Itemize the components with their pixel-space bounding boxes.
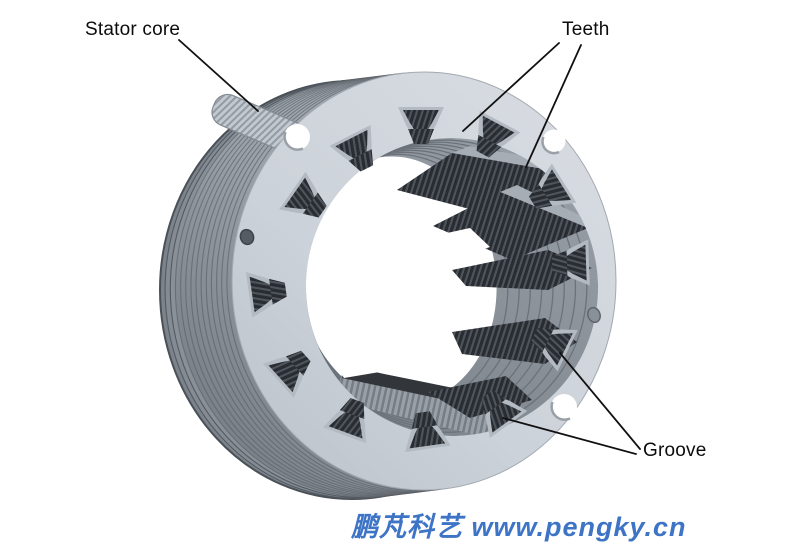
slot-stud bbox=[481, 390, 507, 415]
slot-mark bbox=[279, 171, 327, 218]
slot-opening bbox=[543, 333, 573, 366]
slot-opening bbox=[409, 424, 446, 449]
slot-opening bbox=[328, 410, 363, 439]
leader-line-stator-core bbox=[178, 39, 259, 112]
slot-mark bbox=[476, 110, 521, 158]
slot-opening bbox=[403, 110, 439, 131]
groove-gap bbox=[424, 228, 490, 262]
tooth-top-face bbox=[500, 185, 598, 228]
slot-mark bbox=[262, 350, 311, 398]
edge-notch-shadow bbox=[541, 136, 560, 155]
slot-mark bbox=[481, 390, 528, 439]
slot-marks bbox=[245, 107, 590, 453]
watermark-text: 鹏芃科艺 www.pengky.cn bbox=[351, 512, 687, 542]
label-groove: Groove bbox=[643, 440, 707, 461]
rivet-hole bbox=[587, 306, 601, 324]
slot-mark bbox=[531, 328, 578, 372]
bore-interior bbox=[299, 138, 599, 440]
rivet-hole bbox=[239, 228, 255, 246]
edge-notch bbox=[542, 129, 566, 153]
slot-stud bbox=[528, 183, 553, 209]
slot-stud bbox=[285, 350, 311, 376]
groove-gap bbox=[330, 351, 404, 378]
slot-opening bbox=[284, 177, 316, 210]
leader-line-groove-2 bbox=[502, 417, 637, 455]
slot-stud bbox=[339, 398, 365, 419]
label-teeth: Teeth bbox=[562, 19, 610, 40]
slot-stud bbox=[531, 328, 554, 353]
slot-stud bbox=[411, 411, 438, 429]
label-stator-core: Stator core bbox=[85, 19, 181, 40]
slot-mark bbox=[528, 163, 577, 209]
slot-mark bbox=[245, 272, 287, 318]
tooth bbox=[433, 192, 588, 260]
leader-line-teeth-1 bbox=[462, 42, 560, 132]
slot-stud bbox=[269, 278, 287, 305]
leader-lines bbox=[178, 39, 641, 455]
slot-mark bbox=[398, 107, 444, 144]
slot-opening bbox=[268, 360, 301, 393]
slot-opening bbox=[489, 401, 522, 433]
slot-stud bbox=[408, 129, 434, 144]
slot-opening bbox=[564, 244, 587, 281]
edge-notch-shadow bbox=[550, 401, 571, 421]
slot-stud bbox=[551, 250, 568, 277]
bore-hole bbox=[299, 156, 497, 404]
slot-opening bbox=[249, 276, 274, 313]
edge-notch bbox=[284, 124, 310, 150]
slot-mark bbox=[322, 398, 367, 444]
edge-notches bbox=[283, 124, 577, 421]
slot-opening bbox=[482, 115, 515, 146]
rivet-holes bbox=[239, 228, 601, 324]
edge-notch-shadow bbox=[283, 131, 304, 151]
leader-line-groove-1 bbox=[559, 352, 641, 450]
slot-mark bbox=[329, 124, 374, 172]
slot-mark bbox=[405, 411, 451, 453]
edge-notch bbox=[551, 394, 577, 420]
slot-stud bbox=[476, 134, 502, 158]
slot-stud bbox=[348, 149, 374, 172]
slot-stud bbox=[302, 192, 327, 218]
slot-opening bbox=[540, 169, 572, 201]
slot-mark bbox=[551, 239, 590, 286]
leader-line-teeth-2 bbox=[525, 44, 582, 168]
groove-gap bbox=[416, 288, 489, 317]
slot-opening bbox=[335, 129, 368, 160]
